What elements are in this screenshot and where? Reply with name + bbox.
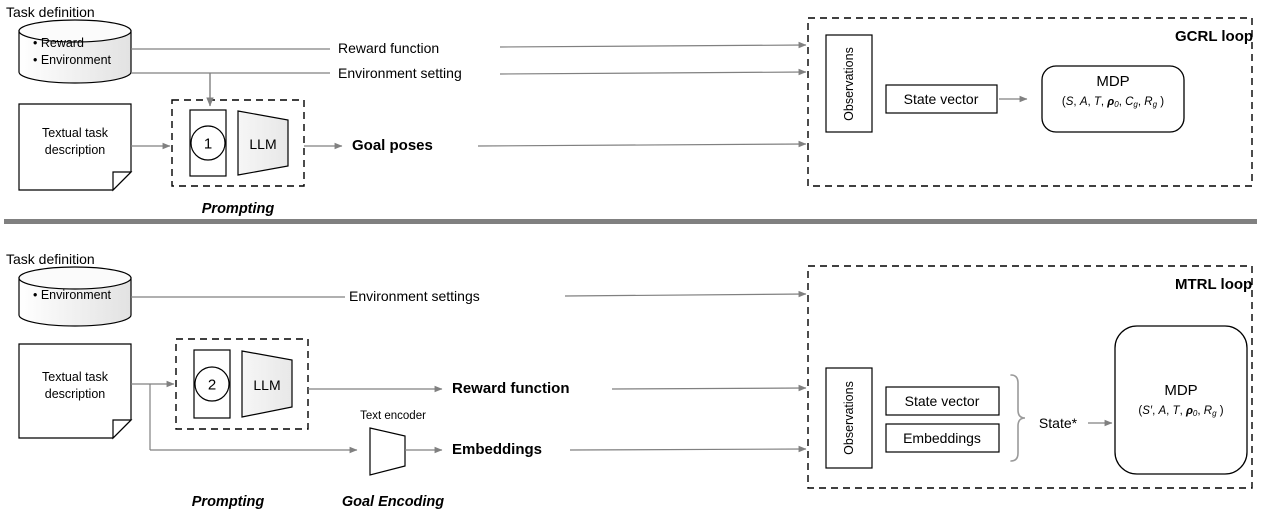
top-datastore-item-1: • Environment: [33, 53, 112, 67]
mtrl-state-vector-label: State vector: [904, 392, 980, 409]
bottom-env-line-right: [564, 290, 807, 298]
top-prompting-caption: Prompting: [201, 201, 275, 217]
mtrl-mdp-formula: (S′, A, T, ρ0, Rg ): [1138, 405, 1224, 418]
bottom-embeddings-to-loop-line: [569, 445, 807, 453]
bottom-prompting-box: [175, 338, 309, 430]
mtrl-mdp-rho: ρ: [1185, 405, 1193, 417]
bottom-flow-embeddings: Embeddings: [452, 441, 543, 458]
bottom-datastore-shape: [18, 266, 132, 327]
bottom-prompting-caption: Prompting: [191, 494, 265, 510]
top-prompting-box: [171, 99, 305, 187]
gcrl-mdp-rho: ρ: [1107, 96, 1115, 108]
text-encoder-trapezoid: [369, 427, 406, 476]
mtrl-mdp-paren-open: (: [1138, 405, 1143, 417]
top-flow-goal-poses: Goal poses: [352, 137, 433, 154]
gcrl-state-vector-box: [885, 84, 998, 114]
gcrl-mdp-s: S: [1065, 96, 1074, 108]
mtrl-mdp-box: [1114, 325, 1248, 475]
gcrl-mdp-t: T: [1093, 96, 1101, 108]
mtrl-mdp-t: T: [1172, 405, 1180, 417]
gcrl-mdp-box: [1041, 65, 1185, 133]
gcrl-state-vector-label: State vector: [903, 90, 979, 107]
mtrl-state-brace: [1010, 374, 1026, 462]
mtrl-mdp-r: R: [1203, 405, 1213, 417]
gcrl-mdp-formula: (S, A, T, ρ0, Cg, Rg ): [1061, 96, 1165, 109]
mtrl-observations-label: Observations: [841, 381, 856, 455]
top-reward-line-right: [499, 41, 807, 49]
mtrl-loop-box: [807, 265, 1253, 489]
section-divider: [4, 219, 1257, 224]
bottom-task-definition-label: Task definition: [6, 251, 95, 267]
bottom-document-line-1: Textual task: [41, 370, 109, 384]
top-env-line-right: [499, 68, 807, 76]
gcrl-observations-label: Observations: [841, 47, 856, 121]
gcrl-mdp-title: MDP: [1096, 73, 1130, 90]
mtrl-mdp-paren-close: ): [1219, 405, 1224, 417]
mtrl-embeddings-label: Embeddings: [903, 429, 981, 446]
mtrl-mdp-a: A: [1158, 405, 1167, 417]
mtrl-loop-title: MTRL loop: [1175, 276, 1253, 293]
bottom-number-circle: [194, 366, 230, 402]
top-document-line-2: description: [44, 143, 106, 157]
mtrl-mdp-title: MDP: [1164, 382, 1198, 399]
top-llm-label: LLM: [249, 135, 277, 152]
gcrl-mdp-c-sub: g: [1133, 100, 1138, 109]
top-llm-trapezoid: [237, 110, 289, 176]
top-task-definition-label: Task definition: [6, 4, 95, 20]
top-prompting-number: 1: [203, 135, 213, 153]
bottom-llm-label: LLM: [253, 376, 281, 393]
bottom-document-line-2: description: [44, 387, 106, 401]
mtrl-state-vector-box: [885, 386, 1000, 416]
top-flow-reward-function: Reward function: [338, 40, 440, 56]
gcrl-mdp-paren-close: ): [1160, 96, 1165, 108]
gcrl-mdp-paren-open: (: [1061, 96, 1066, 108]
bottom-datastore-item-0: • Environment: [33, 288, 112, 302]
top-number-circle: [190, 125, 226, 161]
top-goalposes-line: [477, 140, 807, 148]
goal-encoding-caption: Goal Encoding: [341, 494, 445, 510]
mtrl-observations-box: [825, 367, 873, 469]
bottom-llm-trapezoid: [241, 350, 293, 418]
gcrl-mdp-r: R: [1144, 96, 1153, 108]
bottom-document-shape: [18, 343, 133, 440]
top-datastore-item-0: • Reward: [33, 36, 84, 50]
bottom-flow-reward-function: Reward function: [452, 380, 570, 397]
top-document-line-1: Textual task: [41, 126, 109, 140]
gcrl-mdp-rho-sub: 0: [1114, 100, 1119, 109]
top-datastore-shape: [18, 19, 132, 84]
gcrl-mdp-c: C: [1125, 96, 1134, 108]
gcrl-observations-box: [825, 34, 873, 133]
bottom-prompting-number: 2: [207, 376, 217, 394]
mtrl-mdp-rho-sub: 0: [1192, 409, 1198, 418]
bottom-flow-environment-settings: Environment settings: [349, 288, 480, 304]
top-flow-environment-setting: Environment setting: [338, 65, 462, 81]
mtrl-mdp-s: S′: [1142, 405, 1153, 417]
top-document-shape: [18, 103, 133, 192]
mtrl-state-star-label: State*: [1038, 414, 1078, 431]
gcrl-mdp-r-sub: g: [1152, 100, 1158, 109]
gcrl-loop-title: GCRL loop: [1175, 28, 1254, 45]
mtrl-embeddings-box: [885, 423, 1000, 453]
text-encoder-label: Text encoder: [360, 410, 426, 422]
bottom-reward-to-loop-line: [611, 384, 807, 392]
gcrl-loop-box: [807, 17, 1253, 187]
mtrl-mdp-r-sub: g: [1212, 409, 1217, 418]
gcrl-mdp-a: A: [1079, 96, 1088, 108]
